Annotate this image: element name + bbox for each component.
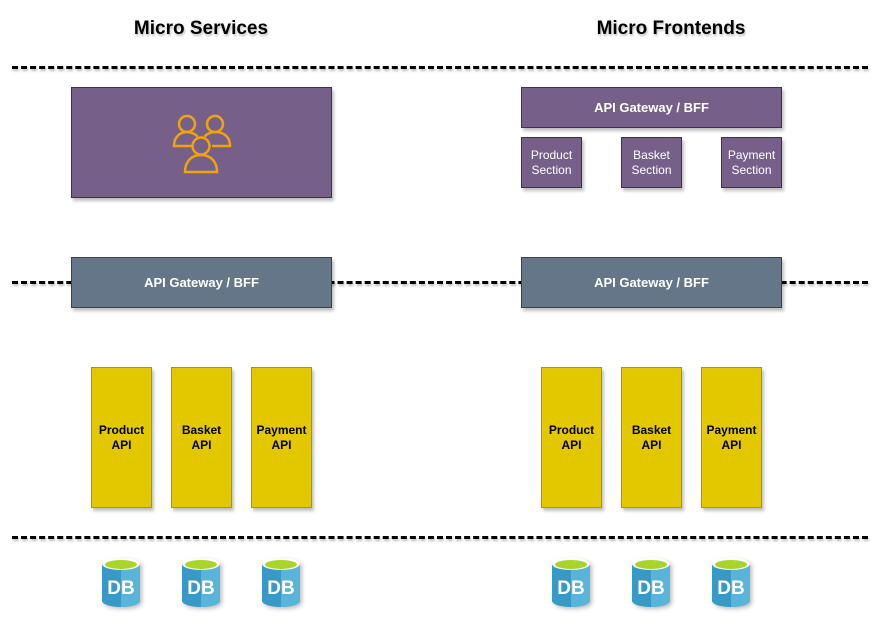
payment-section-line2: Section [731, 162, 772, 177]
api-gateway-right[interactable]: API Gateway / BFF [521, 257, 782, 308]
product-section[interactable]: Product Section [521, 137, 582, 188]
micro-services-title: Micro Services [133, 18, 269, 39]
database-icon[interactable]: DB [551, 557, 591, 609]
separator-line-data [12, 536, 868, 539]
database-label: DB [717, 578, 744, 599]
database-icon[interactable]: DB [101, 557, 141, 609]
database-label: DB [107, 578, 134, 599]
payment-api-left[interactable]: Payment API [251, 367, 312, 508]
product-api-right[interactable]: Product API [541, 367, 602, 508]
frontend-monolith-box[interactable] [71, 87, 332, 198]
separator-line-gateway [12, 281, 868, 284]
database-icon[interactable]: DB [631, 557, 671, 609]
database-icon[interactable]: DB [261, 557, 301, 609]
database-label: DB [267, 578, 294, 599]
payment-section-line1: Payment [727, 147, 776, 162]
basket-api-left[interactable]: Basket API [171, 367, 232, 508]
users-group-icon [172, 114, 231, 173]
basket-section-line2: Section [631, 162, 672, 177]
database-icon[interactable]: DB [711, 557, 751, 609]
database-label: DB [637, 578, 664, 599]
product-section-line1: Product [530, 147, 573, 162]
payment-api-right[interactable]: Payment API [701, 367, 762, 508]
basket-section-line1: Basket [633, 147, 670, 162]
database-icon[interactable]: DB [181, 557, 221, 609]
api-gateway-left[interactable]: API Gateway / BFF [71, 257, 332, 308]
database-label: DB [187, 578, 214, 599]
payment-section[interactable]: Payment Section [721, 137, 782, 188]
product-api-left[interactable]: Product API [91, 367, 152, 508]
api-gateway-frontend[interactable]: API Gateway / BFF [521, 87, 782, 128]
separator-line-top [12, 66, 868, 69]
basket-section[interactable]: Basket Section [621, 137, 682, 188]
micro-frontends-title: Micro Frontends [596, 18, 746, 39]
basket-api-right[interactable]: Basket API [621, 367, 682, 508]
product-section-line2: Section [531, 162, 572, 177]
database-label: DB [557, 578, 584, 599]
